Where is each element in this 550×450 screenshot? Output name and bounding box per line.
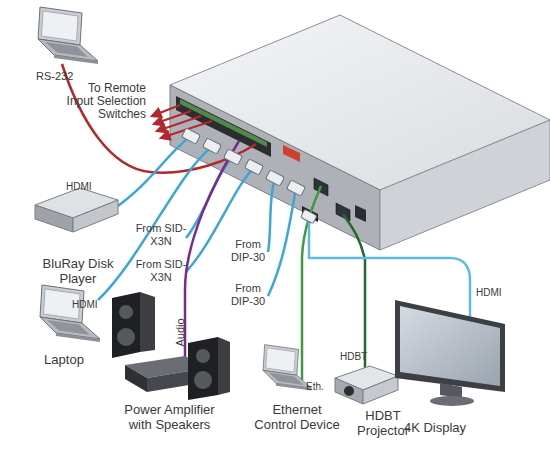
cable-plug xyxy=(182,128,201,144)
rj45-port xyxy=(336,203,350,221)
laptop-icon xyxy=(40,285,100,342)
device-caption: BluRay Disk Player xyxy=(30,256,126,286)
cable-plug xyxy=(203,138,222,154)
speaker-front xyxy=(188,337,218,400)
monitor-frame xyxy=(395,300,505,392)
remote-wire xyxy=(157,116,201,131)
device-caption: Ethernet Control Device xyxy=(252,402,342,432)
speaker-cone xyxy=(117,328,135,346)
hdmi-out-cable xyxy=(309,218,470,318)
terminal-strip xyxy=(180,99,267,147)
cable-label: HDMI xyxy=(72,298,112,311)
cable-label: From SID-X3N xyxy=(134,258,188,284)
hdmi-cable xyxy=(268,178,275,252)
cable-label: RS-232 xyxy=(36,70,96,83)
power-connector xyxy=(355,205,366,222)
cable-label: Eth. xyxy=(306,380,336,393)
cable-label: To Remote Input Selection Switches xyxy=(62,82,146,121)
device-node: BluRay Disk Player xyxy=(30,256,126,286)
laptop-icon xyxy=(38,7,98,64)
cable-label: Audio xyxy=(174,313,187,353)
cable-plug xyxy=(287,180,306,196)
device-caption: Laptop xyxy=(34,352,94,367)
plug-group xyxy=(182,128,317,224)
speaker-cone xyxy=(119,305,133,319)
switcher-side xyxy=(380,120,550,250)
cable-label: HDMI xyxy=(476,286,516,299)
speaker-side xyxy=(140,292,155,352)
hdmi-cable xyxy=(112,136,191,210)
projector-lens xyxy=(344,386,354,396)
terminal-block xyxy=(176,96,271,157)
rs232-cable xyxy=(62,64,256,173)
hdmi-cable xyxy=(268,189,296,296)
monitor-screen xyxy=(400,306,500,386)
projector-side xyxy=(363,376,398,404)
speaker-cone xyxy=(194,371,212,389)
player-front xyxy=(35,205,73,232)
cable-plug xyxy=(266,170,285,186)
speaker-front xyxy=(112,292,140,358)
monitor-stand xyxy=(440,383,462,398)
dip-switch xyxy=(283,145,300,162)
remote-wire xyxy=(152,105,180,116)
cable-plug xyxy=(300,209,317,223)
device-caption: Power Amplifier with Speakers xyxy=(112,402,227,432)
device-node: Laptop xyxy=(34,352,94,367)
speaker-side xyxy=(218,337,230,395)
projector-front xyxy=(335,378,363,404)
device-caption: 4K Display xyxy=(390,420,480,435)
device-node: 4K Display xyxy=(390,420,480,435)
device-node: Ethernet Control Device xyxy=(252,402,342,432)
monitor-base xyxy=(430,396,474,406)
cable-label: HDBT xyxy=(340,350,380,363)
cable-plug xyxy=(224,149,243,165)
cable-label: From DIP-30 xyxy=(226,282,270,308)
cable-plug xyxy=(245,159,264,175)
hdbt-cable xyxy=(343,214,365,372)
speaker-cone xyxy=(196,349,210,363)
laptop-icon xyxy=(263,345,311,391)
cable-label: HDMI xyxy=(66,180,106,193)
cable-label: From DIP-30 xyxy=(226,238,270,264)
cable-label: From SID-X3N xyxy=(134,222,188,248)
amplifier-front xyxy=(125,365,147,392)
player-side xyxy=(73,200,118,232)
device-node: Power Amplifier with Speakers xyxy=(112,402,227,432)
